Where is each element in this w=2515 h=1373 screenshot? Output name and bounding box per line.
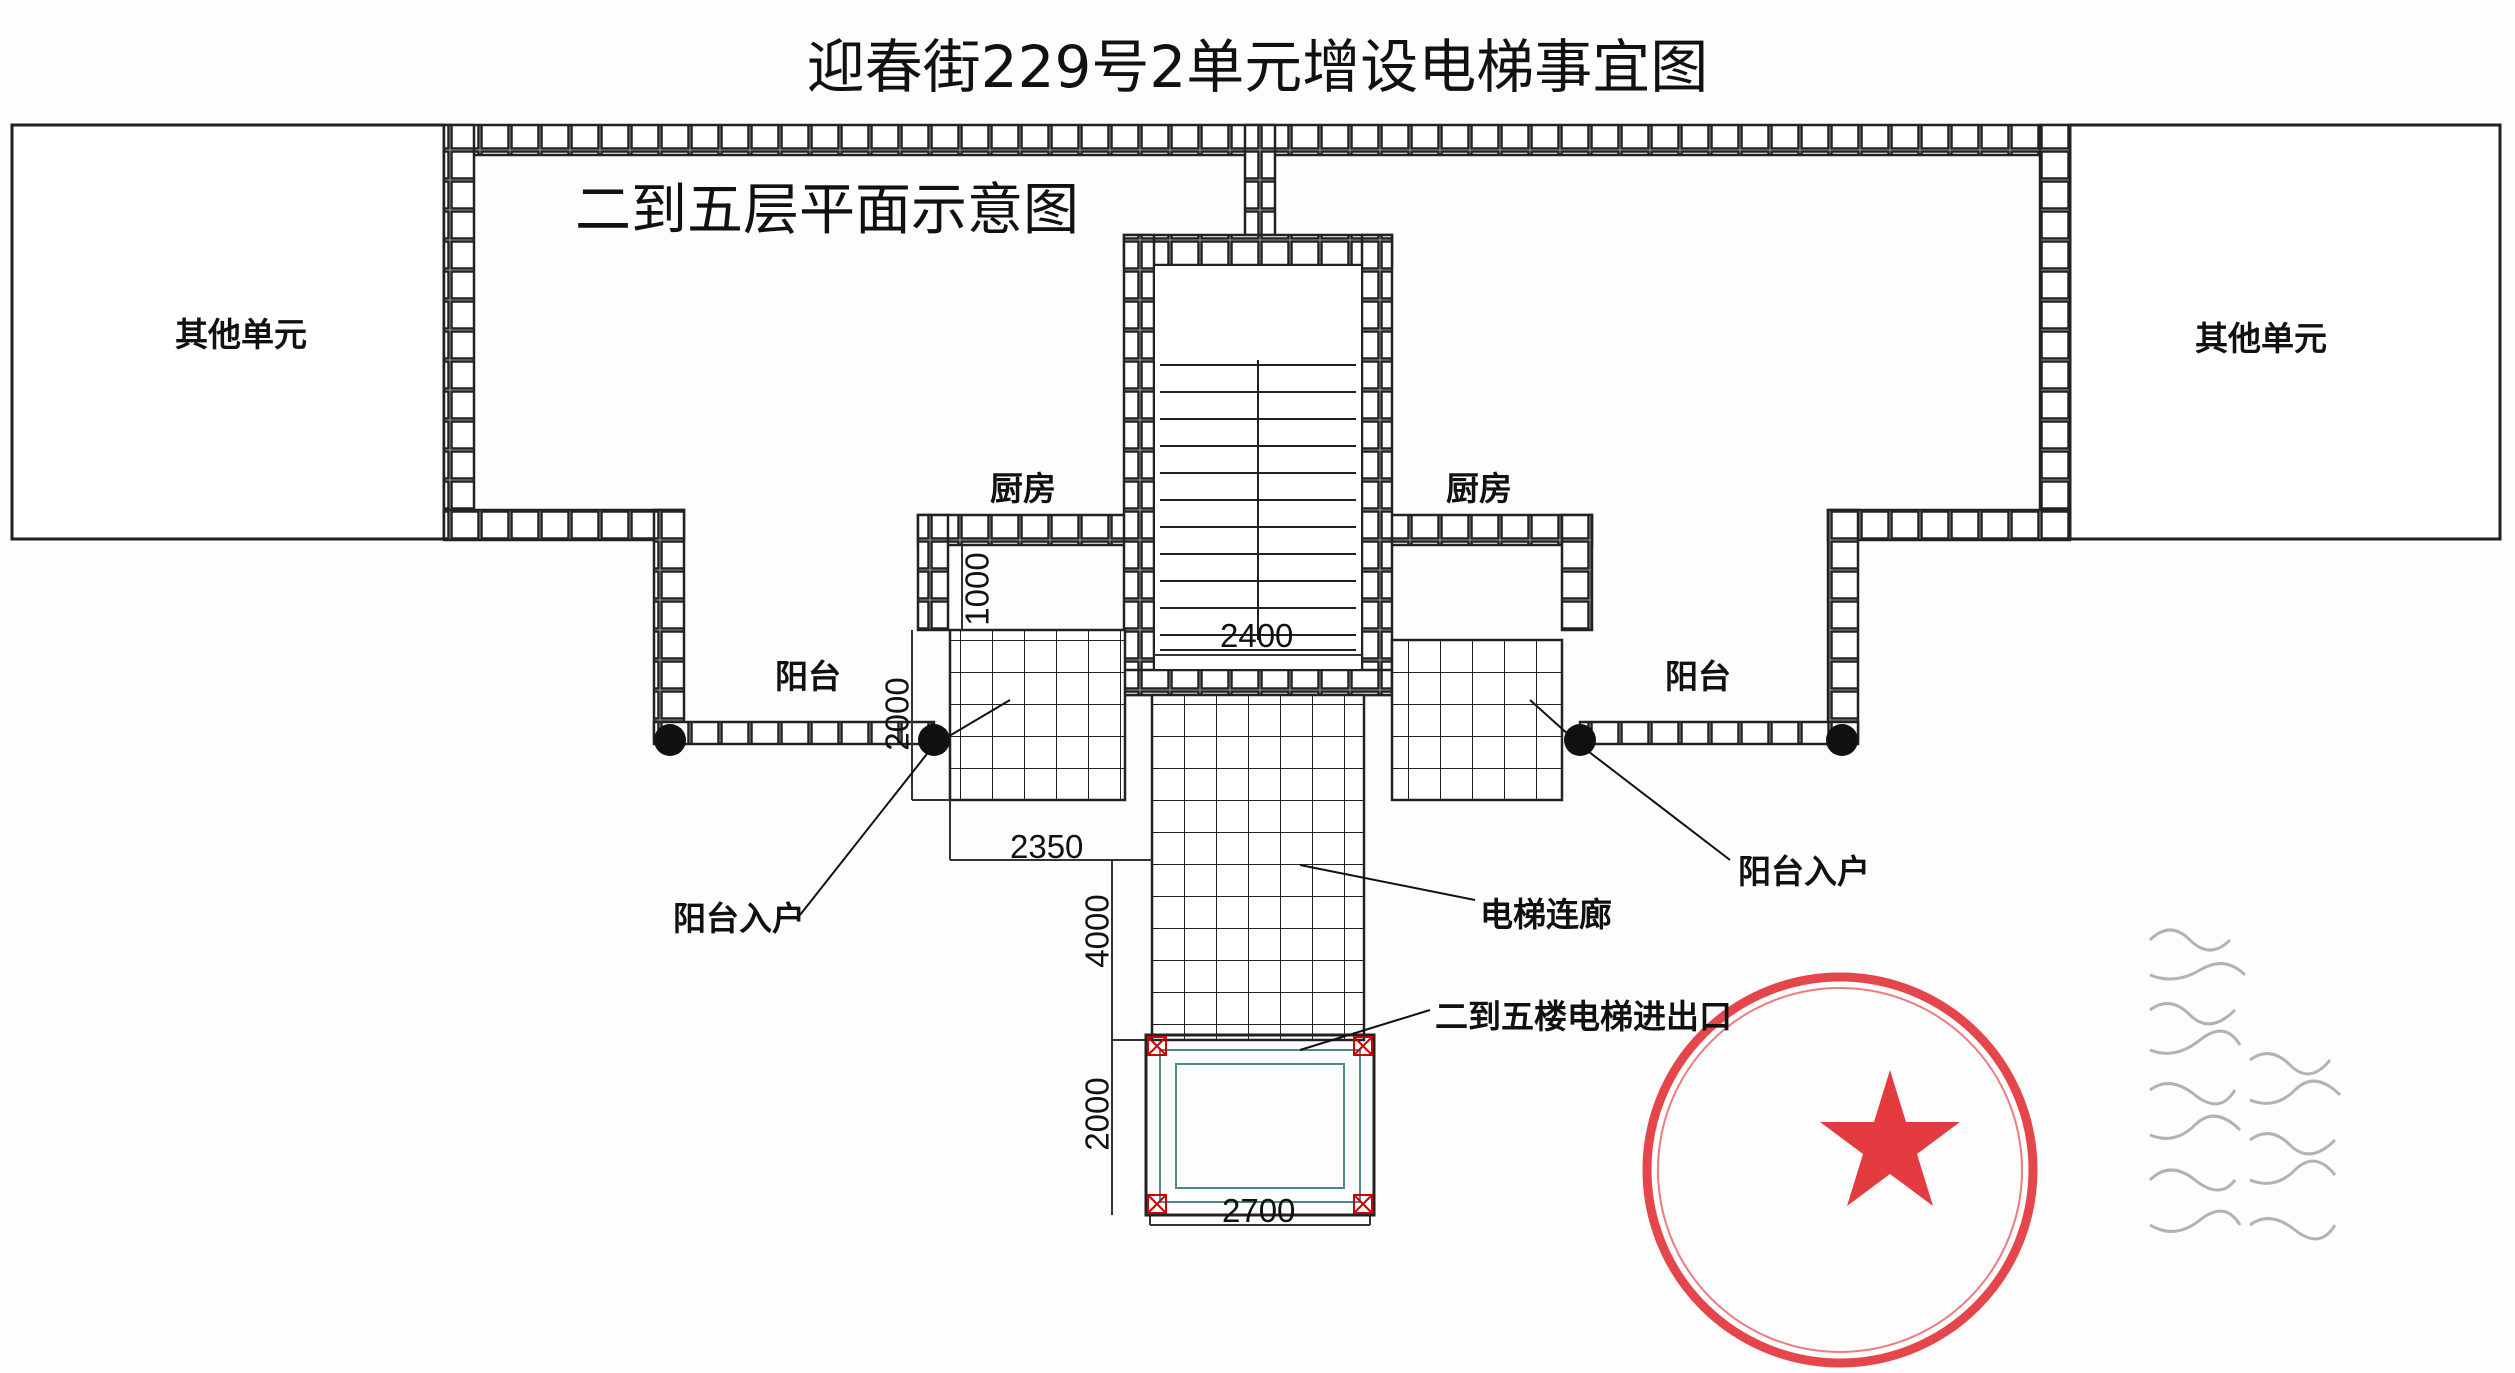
- seal-star-icon: [1820, 1070, 1960, 1206]
- staircase: [1153, 264, 1363, 671]
- other-unit-right-label: 其他单元: [2195, 319, 2327, 358]
- leader-entry-right: [1529, 699, 1731, 861]
- other-unit-right-box: [2068, 123, 2502, 541]
- balcony-right-label: 阳台: [1665, 657, 1731, 696]
- wall-kitchen-right-side: [1560, 513, 1594, 632]
- leader-entry-left: [799, 699, 1011, 916]
- kitchen-right-label: 厨房: [1446, 469, 1512, 508]
- tiled-floors: [948, 628, 1564, 1042]
- balcony-left-floor: [948, 628, 1127, 802]
- wall-balcony-right-side: [1826, 508, 1860, 742]
- wall-balcony-right-rail: [1578, 720, 1860, 746]
- plan-subtitle: 二到五层平面示意图: [575, 178, 1079, 243]
- wall-balcony-left-side: [652, 508, 686, 742]
- balcony-right-floor: [1390, 638, 1564, 802]
- elevator-entrance-label: 二到五楼电梯进出口: [1435, 997, 1732, 1036]
- other-unit-left-box: [10, 123, 446, 541]
- entry-points: [654, 724, 1858, 756]
- wall-stair-left: [1122, 233, 1156, 697]
- wall-kitchen-right: [1368, 513, 1594, 547]
- elevator-corridor-label: 电梯连廊: [1480, 895, 1612, 934]
- leader-lines: [799, 699, 1731, 1051]
- wall-kitchen-left: [916, 513, 1150, 547]
- dim-stair-width: 2400: [1220, 617, 1294, 654]
- balcony-entry-left-dot-2: [918, 724, 950, 756]
- wall-lower-left: [442, 508, 686, 542]
- dim-shaft-width: 2700: [1222, 1192, 1296, 1229]
- wall-center: [1243, 123, 1277, 237]
- wall-left: [442, 123, 476, 541]
- wall-kitchen-left-side: [916, 513, 950, 632]
- other-unit-left-label: 其他单元: [175, 315, 307, 354]
- leader-corridor: [1299, 864, 1476, 901]
- elevator-shaft: [1144, 1033, 1376, 1217]
- wall-stair-top: [1122, 233, 1394, 267]
- balcony-entry-right-dot-2: [1826, 724, 1858, 756]
- handwritten-signature: [2148, 928, 2342, 1241]
- company-seal: [1642, 972, 2038, 1368]
- corridor-floor: [1150, 693, 1366, 1042]
- kitchen-left-label: 厨房: [990, 469, 1056, 508]
- dim-kitchen-depth: 1000: [958, 552, 996, 626]
- wall-right: [2038, 123, 2072, 541]
- wall-stair-right: [1360, 233, 1394, 697]
- dim-balcony-width: 2350: [1010, 828, 1084, 865]
- leader-entrance: [1299, 1009, 1431, 1051]
- dim-shaft-depth: 2000: [1078, 1077, 1116, 1151]
- dim-corridor-length: 4000: [1078, 894, 1116, 968]
- wall-stair-bottom: [1122, 668, 1394, 697]
- balcony-entry-left-label: 阳台入户: [673, 899, 805, 938]
- balcony-left-label: 阳台: [775, 657, 841, 696]
- wall-lower-right: [1826, 508, 2072, 542]
- balcony-entry-left-dot: [654, 724, 686, 756]
- balcony-entry-right-label: 阳台入户: [1738, 852, 1870, 891]
- balcony-entry-right-dot: [1564, 724, 1596, 756]
- dim-balcony-depth: 2000: [878, 677, 916, 751]
- page-title: 迎春街229号2单元增设电梯事宜图: [806, 33, 1709, 101]
